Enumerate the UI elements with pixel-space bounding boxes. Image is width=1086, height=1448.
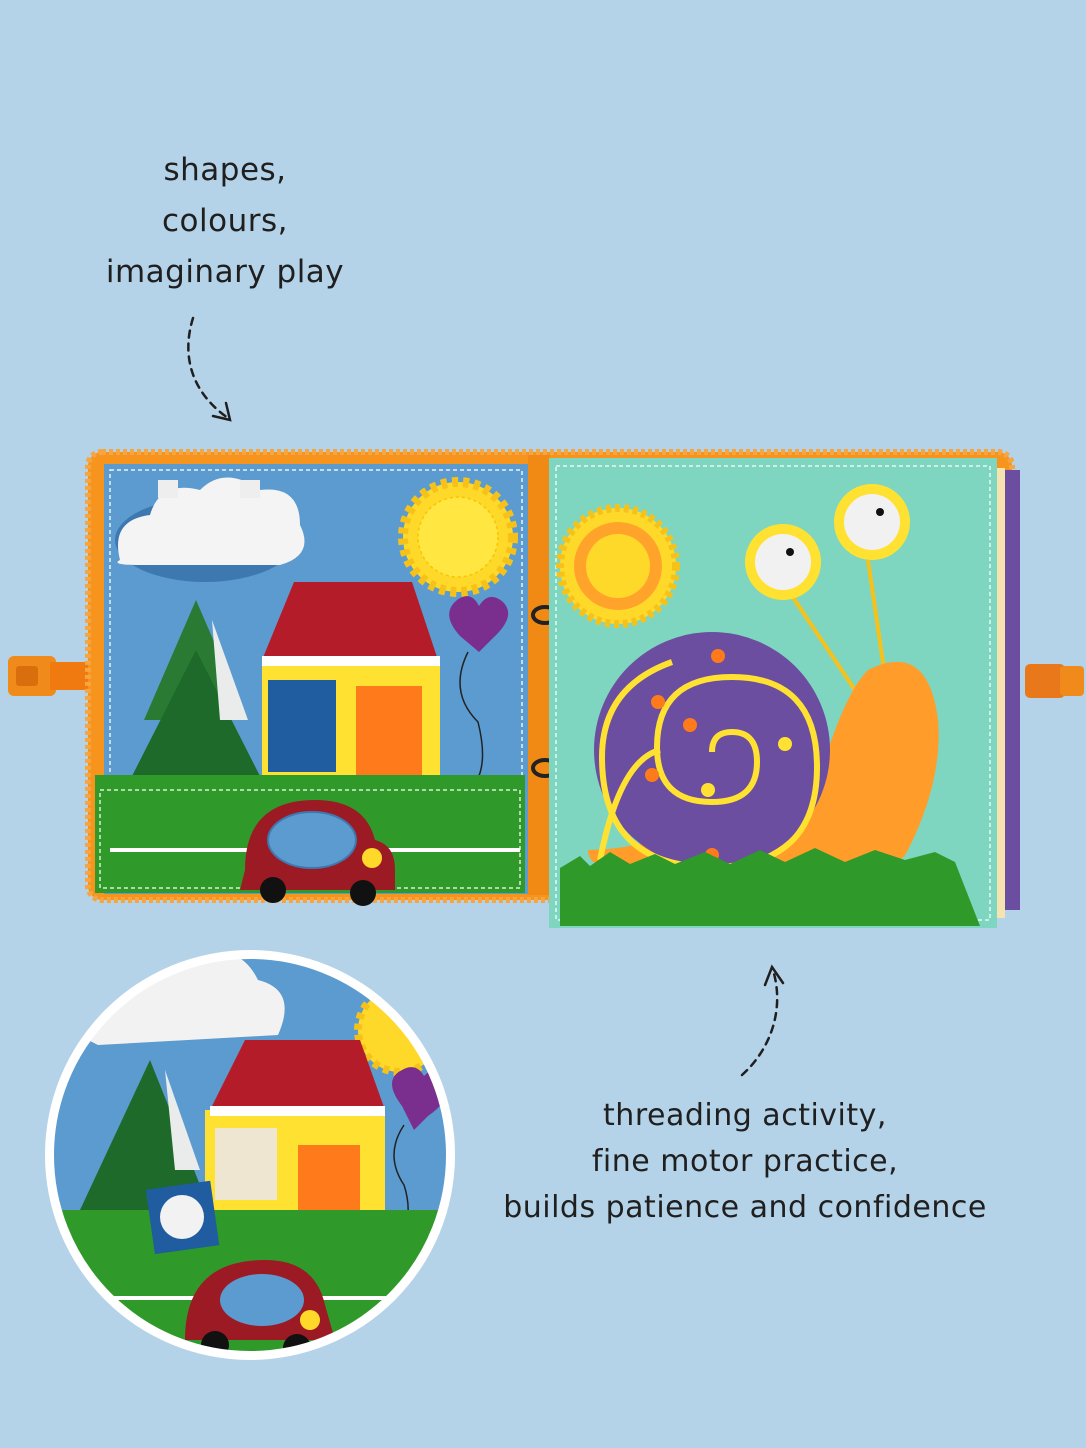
snail-eyes xyxy=(745,484,910,692)
caption-bottom: threading activity, fine motor practice,… xyxy=(480,1093,1010,1231)
grass-right xyxy=(560,848,980,926)
sun-right xyxy=(556,504,680,628)
cloud xyxy=(115,477,305,582)
snail-body xyxy=(588,661,939,870)
dashed-arrow-up-icon xyxy=(740,968,779,1077)
house xyxy=(262,582,440,780)
sun xyxy=(398,477,518,597)
dashed-arrow-down-icon xyxy=(187,316,230,420)
caption-bottom-line-1: threading activity, xyxy=(603,1098,887,1133)
caption-top-line-1: shapes, xyxy=(163,152,287,188)
caption-bottom-line-3: builds patience and confidence xyxy=(503,1190,987,1225)
dashed-arrow-down-head xyxy=(211,401,232,422)
car xyxy=(240,800,395,906)
caption-top: shapes, colours, imaginary play xyxy=(60,145,390,298)
dashed-arrow-up-head xyxy=(763,964,785,987)
caption-bottom-line-2: fine motor practice, xyxy=(591,1144,899,1179)
heart-balloon xyxy=(449,596,509,783)
buckle-clip-right-icon xyxy=(1025,664,1084,698)
inset-detail xyxy=(45,950,455,1360)
threading-spiral xyxy=(597,659,821,871)
quiet-book xyxy=(8,449,1084,928)
caption-top-line-3: imaginary play xyxy=(105,254,345,290)
tree xyxy=(130,600,262,780)
left-page xyxy=(95,464,528,906)
right-page xyxy=(549,458,1020,928)
caption-top-line-2: colours, xyxy=(162,203,288,239)
